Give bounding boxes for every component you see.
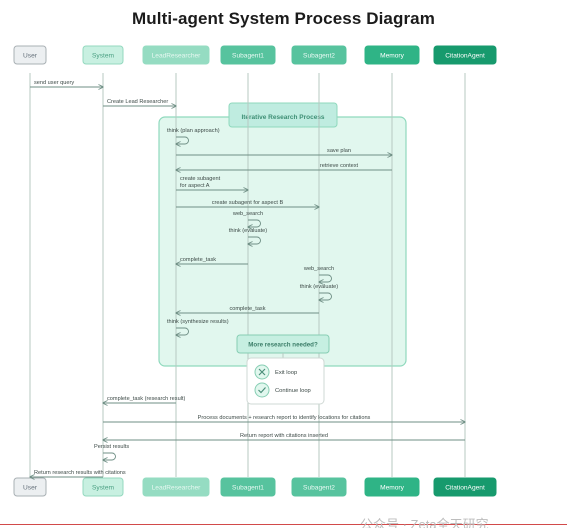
message-17: Persist results	[94, 444, 129, 460]
participant-label-sub2: Subagent2	[303, 52, 335, 59]
participant-sub1-bottom	[220, 477, 276, 497]
participant-lead-bottom	[142, 477, 210, 497]
message-14: complete_task (research result)	[103, 396, 185, 403]
participant-label-citation: CitationAgent	[445, 484, 485, 491]
message-label: web_search	[303, 266, 334, 272]
message-13: think (synthesize results)	[167, 319, 229, 335]
message-3: save plan	[176, 148, 392, 155]
message-10: web_search	[303, 266, 334, 282]
self-message-arrow	[176, 136, 189, 144]
message-label: think (synthesize results)	[167, 319, 229, 325]
message-label: think (evaluate)	[229, 228, 267, 234]
participant-citation-bottom	[433, 477, 497, 497]
message-label: retrieve context	[320, 163, 359, 169]
message-label: think (evaluate)	[300, 284, 338, 290]
message-16: Return report with citations inserted	[103, 433, 465, 440]
participant-sub1-top	[220, 45, 276, 65]
participant-system-bottom	[82, 477, 124, 497]
participant-label-sub2: Subagent2	[303, 484, 335, 491]
participant-label-system: System	[92, 484, 114, 491]
decision-options-panel	[246, 357, 325, 405]
participant-label-sub1: Subagent1	[232, 52, 264, 59]
self-message-arrow	[248, 236, 261, 244]
decision-label: More research needed?	[248, 342, 318, 349]
loop-option-label: Exit loop	[275, 370, 297, 376]
message-label: complete_task	[229, 306, 265, 312]
self-message-arrow	[319, 274, 332, 282]
message-label: complete_task (research result)	[107, 396, 185, 402]
self-message-arrow	[176, 327, 189, 335]
loop-option-1: Continue loop	[254, 382, 311, 398]
participant-label-sub1: Subagent1	[232, 484, 264, 491]
message-6: create subagent for aspect B	[176, 200, 319, 207]
message-label: send user query	[34, 80, 74, 86]
loop-frame	[158, 116, 407, 367]
participant-memory-top	[364, 45, 420, 65]
message-7: web_search	[232, 211, 263, 227]
participant-citation-top	[433, 45, 497, 65]
participant-label-user: User	[23, 52, 38, 59]
participant-label-memory: Memory	[380, 52, 405, 59]
watermark-text: 公众号 · Zeta全天研究	[360, 517, 489, 528]
participant-label-citation: CitationAgent	[445, 52, 485, 59]
message-0: send user query	[30, 80, 103, 87]
message-4: retrieve context	[176, 163, 392, 170]
participant-label-lead: LeadResearcher	[152, 52, 202, 59]
message-12: complete_task	[176, 306, 319, 313]
self-message-arrow	[319, 292, 332, 300]
self-message-arrow	[248, 219, 261, 227]
loop-header-label: Iterative Research Process	[241, 114, 324, 121]
participant-sub2-bottom	[291, 477, 347, 497]
participant-lead-top	[142, 45, 210, 65]
message-label: Return research results with citations	[34, 470, 126, 476]
participant-label-system: System	[92, 52, 114, 59]
message-label: complete_task	[180, 257, 216, 263]
message-9: complete_task	[176, 257, 248, 264]
participant-label-user: User	[23, 484, 38, 491]
loop-option-0: Exit loop	[254, 364, 297, 380]
message-18: Return research results with citations	[30, 470, 126, 477]
message-label: think (plan approach)	[167, 128, 220, 134]
message-label: Process documents + research report to i…	[198, 415, 371, 421]
participant-system-top	[82, 45, 124, 65]
message-label: Return report with citations inserted	[240, 433, 328, 439]
message-15: Process documents + research report to i…	[103, 415, 465, 422]
bottom-divider	[0, 524, 567, 525]
message-2: think (plan approach)	[167, 128, 220, 144]
message-label: create subagent for aspect B	[212, 200, 284, 206]
message-11: think (evaluate)	[300, 284, 338, 300]
loop-option-label: Continue loop	[275, 388, 311, 394]
self-message-arrow	[103, 452, 116, 460]
participant-sub2-top	[291, 45, 347, 65]
loop-header-box	[228, 102, 338, 128]
message-1: Create Lead Researcher	[103, 99, 176, 106]
diagram-title: Multi-agent System Process Diagram	[132, 9, 435, 28]
check-icon	[254, 382, 270, 398]
participant-label-lead: LeadResearcher	[152, 484, 202, 491]
message-label: Persist results	[94, 444, 129, 450]
participant-memory-bottom	[364, 477, 420, 497]
message-label: web_search	[232, 211, 263, 217]
participant-user-top	[13, 45, 47, 65]
message-label: save plan	[327, 148, 351, 154]
message-8: think (evaluate)	[229, 228, 267, 244]
participant-label-memory: Memory	[380, 484, 405, 491]
message-label: Create Lead Researcher	[107, 99, 168, 105]
